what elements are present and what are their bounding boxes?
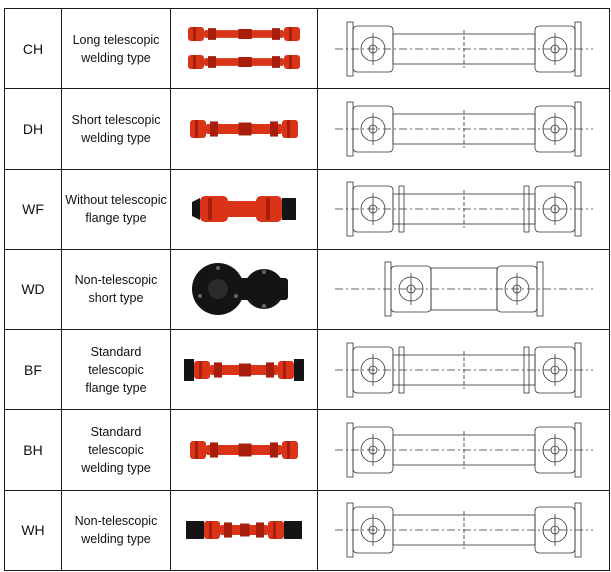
product-photo-cell — [170, 88, 318, 170]
description-line-1: Standard telescopic — [88, 425, 144, 458]
type-description: Non-telescopic welding type — [61, 489, 171, 571]
technical-drawing — [334, 502, 593, 558]
product-photo-cell — [170, 329, 318, 411]
drawing-cell — [317, 7, 610, 90]
table-row: DH Short telescopic welding type — [4, 88, 610, 170]
product-photo-cell — [170, 489, 318, 571]
description-line-2: flange type — [85, 380, 147, 395]
drawing-cell — [317, 489, 610, 571]
shaft-photo — [190, 119, 298, 138]
table-row: WH Non-telescopic welding type — [4, 489, 610, 571]
description-line-1: Non-telescopic — [74, 273, 158, 288]
product-photo-cell — [170, 7, 318, 90]
technical-drawing — [334, 262, 593, 317]
type-code: CH — [4, 7, 62, 90]
description-line-2: welding type — [81, 532, 151, 547]
type-description: Long telescopic welding type — [61, 7, 171, 90]
type-code: DH — [4, 88, 62, 170]
description-line-2: short type — [88, 291, 144, 306]
technical-drawing — [334, 101, 593, 157]
type-code: WD — [4, 248, 62, 331]
description-line-1: Standard telescopic — [88, 344, 144, 377]
technical-drawing — [334, 342, 593, 398]
table-row: BF Standard telescopic flange type — [4, 329, 610, 411]
description-line-2: welding type — [81, 50, 151, 65]
technical-drawing — [334, 21, 593, 77]
shaft-photo — [188, 26, 300, 69]
type-description: Non-telescopic short type — [61, 248, 171, 331]
technical-drawing — [334, 181, 593, 237]
drawing-cell — [317, 329, 610, 411]
type-code: WF — [4, 168, 62, 250]
technical-drawing — [334, 422, 593, 478]
type-code: BF — [4, 329, 62, 411]
shaft-photo — [186, 521, 302, 540]
shaft-photo — [192, 263, 288, 316]
description-line-1: Non-telescopic — [74, 514, 158, 529]
table-row: BH Standard telescopic welding type — [4, 409, 610, 491]
drawing-cell — [317, 248, 610, 331]
type-description: Standard telescopic flange type — [61, 329, 171, 411]
description-line-2: welding type — [81, 461, 151, 476]
type-code: WH — [4, 489, 62, 571]
drawing-cell — [317, 88, 610, 170]
flange-black — [192, 198, 200, 221]
product-photo-cell — [170, 248, 318, 331]
product-photo-cell — [170, 409, 318, 491]
description-line-1: Long telescopic — [72, 32, 160, 47]
shaft-photo — [192, 196, 296, 223]
shaft-photo — [184, 358, 304, 381]
type-code: BH — [4, 409, 62, 491]
description-line-1: Short telescopic — [71, 112, 161, 127]
type-description: Short telescopic welding type — [61, 88, 171, 170]
table-row: WD Non-telescopic short type — [4, 248, 610, 331]
drawing-cell — [317, 409, 610, 491]
shaft-photo — [190, 441, 298, 460]
description-line-2: welding type — [81, 130, 151, 145]
type-description: Standard telescopic welding type — [61, 409, 171, 491]
table-row: CH Long telescopic welding type — [4, 7, 610, 90]
description-line-2: flange type — [85, 211, 147, 226]
type-description: Without telescopic flange type — [61, 168, 171, 250]
drawing-cell — [317, 168, 610, 250]
product-photo-cell — [170, 168, 318, 250]
description-line-1: Without telescopic — [65, 193, 167, 208]
